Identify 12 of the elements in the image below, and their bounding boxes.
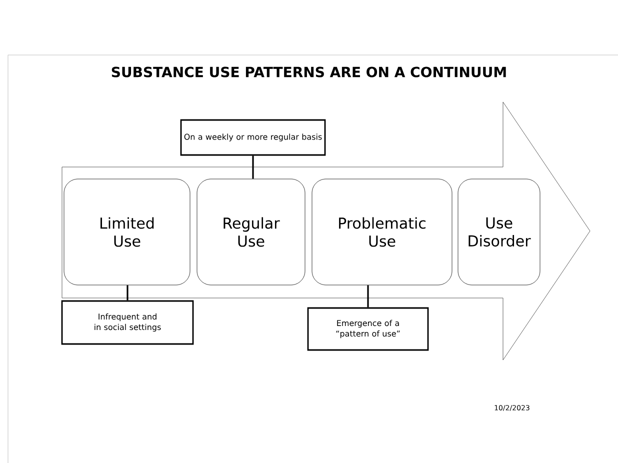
leader-line: [252, 156, 254, 179]
title: SUBSTANCE USE PATTERNS ARE ON A CONTINUUM: [112, 66, 506, 78]
callout-box: Infrequent and in social settings: [61, 300, 194, 345]
callout-box: On a weekly or more regular basis: [180, 119, 326, 156]
leader-line: [367, 285, 369, 308]
callout-box: Emergence of a “pattern of use”: [307, 307, 429, 351]
stage-box: Use Disorder: [458, 178, 540, 286]
leader-line: [126, 285, 128, 300]
arrow-shape: [62, 102, 590, 360]
stage-box: Limited Use: [64, 178, 190, 286]
stage-box: Regular Use: [196, 178, 306, 286]
stage-box: Problematic Use: [312, 178, 452, 286]
